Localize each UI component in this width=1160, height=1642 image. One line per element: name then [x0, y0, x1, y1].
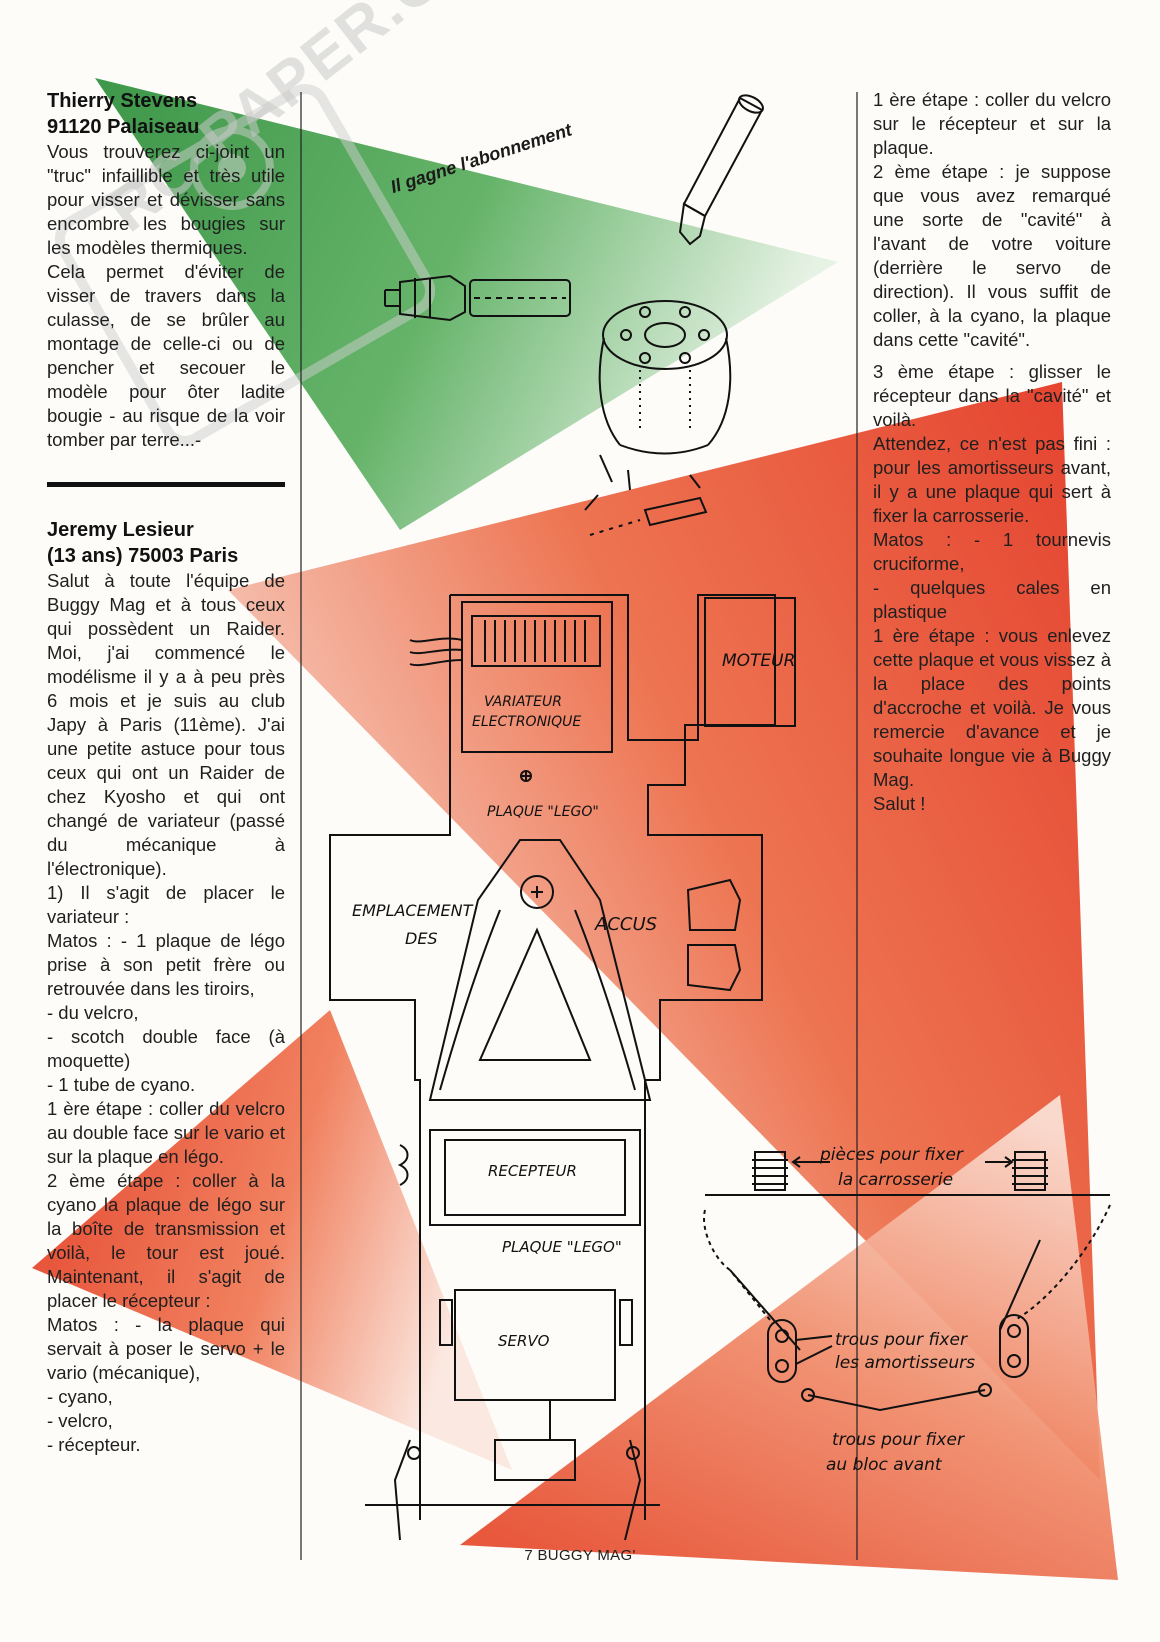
letter-thierry: Thierry Stevens 91120 Palaiseau Vous tro… — [47, 88, 285, 452]
label-trous-amort-2: les amortisseurs — [835, 1353, 975, 1373]
label-des: DES — [405, 929, 438, 948]
letter-paragraph: 1 ère étape : coller du velcro au double… — [47, 1098, 285, 1167]
letter-paragraph: - cyano, — [47, 1386, 113, 1407]
letter-paragraph: Vous trouverez ci-joint un "truc" infail… — [47, 141, 285, 258]
red-triangle-upper — [228, 382, 1100, 1480]
letter-paragraph: 2 ème étape : coller à la cyano la plaqu… — [47, 1170, 285, 1311]
letter-paragraph: 1 ère étape : coller du velcro sur le ré… — [873, 89, 1111, 158]
letter-paragraph: - du velcro, — [47, 1002, 139, 1023]
label-plaque-lego-top: PLAQUE "LEGO" — [487, 804, 599, 820]
label-carrosserie: la carrosserie — [838, 1170, 953, 1190]
author-name: Jeremy Lesieur — [47, 519, 194, 541]
label-trous-bloc-2: au bloc avant — [826, 1455, 943, 1475]
letter-paragraph: - récepteur. — [47, 1434, 141, 1455]
author-name: Thierry Stevens — [47, 90, 198, 112]
label-trous-bloc-1: trous pour fixer — [832, 1430, 965, 1450]
label-pieces: pièces pour fixer — [819, 1145, 964, 1165]
label-moteur: MOTEUR — [722, 651, 795, 671]
chassis-plan-sketch — [329, 594, 796, 1541]
label-plaque-lego-bottom: PLAQUE "LEGO" — [502, 1238, 622, 1256]
letter-paragraph: 2 ème étape : je suppose que vous avez r… — [873, 161, 1111, 350]
label-accus: ACCUS — [594, 914, 657, 935]
label-trous-amort-1: trous pour fixer — [835, 1330, 968, 1350]
letter-paragraph: 1 ère étape : vous enlevez cette plaque … — [873, 625, 1111, 790]
author-location: 91120 Palaiseau — [47, 116, 200, 138]
label-servo: SERVO — [498, 1332, 550, 1350]
plug-tool-sketch — [678, 94, 764, 246]
cylinder-head-sketch — [584, 300, 732, 536]
letter-paragraph: Matos : - la plaque qui servait à poser … — [47, 1314, 285, 1383]
letter-paragraph: 3 ème étape : glisser le récepteur dans … — [873, 361, 1111, 430]
letter-paragraph: - quelques cales en plastique — [873, 577, 1111, 622]
left-column: Thierry Stevens 91120 Palaiseau Vous tro… — [47, 88, 285, 1457]
right-column: 1 ère étape : coller du velcro sur le ré… — [873, 88, 1111, 816]
author-location: (13 ans) 75003 Paris — [47, 545, 239, 567]
body-mount-sketch — [703, 1151, 1111, 1412]
letter-paragraph: Matos : - 1 plaque de légo prise à son p… — [47, 930, 285, 999]
label-electronique: ELECTRONIQUE — [472, 714, 581, 730]
letter-paragraph: Salut à toute l'équipe de Buggy Mag et à… — [47, 570, 285, 879]
letter-paragraph: Matos : - 1 tournevis cruciforme, — [873, 529, 1111, 574]
letter-paragraph: 1) Il s'agit de placer le variateur : — [47, 882, 285, 927]
letter-paragraph: Cela permet d'éviter de visser de traver… — [47, 261, 285, 450]
letter-paragraph: - 1 tube de cyano. — [47, 1074, 196, 1095]
letter-paragraph: - scotch double face (à moquette) — [47, 1026, 285, 1071]
letter-paragraph: Salut ! — [873, 793, 926, 814]
label-emplacement: EMPLACEMENT — [352, 901, 474, 920]
letter-paragraph: Attendez, ce n'est pas fini : pour les a… — [873, 433, 1111, 526]
green-triangle — [95, 78, 838, 530]
letter-paragraph: - velcro, — [47, 1410, 113, 1431]
label-variateur: VARIATEUR — [484, 694, 562, 710]
page-footer: 7 BUGGY MAG' — [524, 1547, 636, 1564]
label-recepteur: RECEPTEUR — [488, 1162, 577, 1180]
section-divider — [47, 482, 285, 487]
spark-plug-sketch — [384, 274, 571, 322]
letter-jeremy: Jeremy Lesieur (13 ans) 75003 Paris Salu… — [47, 517, 285, 1457]
watermark-seal — [54, 84, 436, 446]
red-triangle-left — [32, 1010, 512, 1470]
